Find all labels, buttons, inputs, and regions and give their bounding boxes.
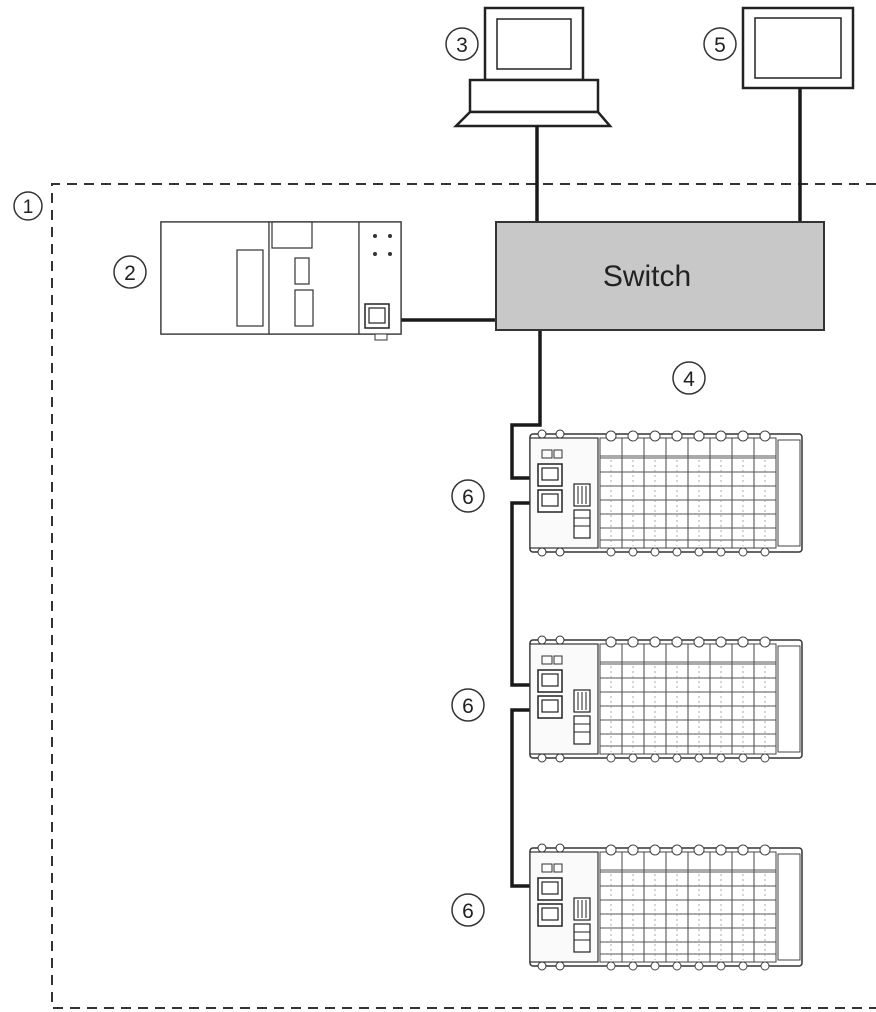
svg-text:6: 6 bbox=[462, 900, 474, 923]
io-station-3 bbox=[529, 843, 803, 971]
svg-text:5: 5 bbox=[714, 34, 726, 57]
svg-text:6: 6 bbox=[462, 695, 474, 718]
network-boundary bbox=[51, 183, 876, 1009]
svg-text:2: 2 bbox=[124, 262, 136, 285]
callout-remote-io-network: 4 bbox=[672, 361, 706, 395]
svg-text:4: 4 bbox=[683, 368, 695, 391]
svg-text:3: 3 bbox=[456, 34, 468, 57]
switch-box: Switch bbox=[495, 221, 825, 331]
svg-text:6: 6 bbox=[462, 486, 474, 509]
callout-network: 1 bbox=[13, 191, 43, 221]
callout-io-station-2: 6 bbox=[451, 688, 485, 722]
display-panel-icon bbox=[741, 6, 855, 90]
callout-panel: 5 bbox=[703, 27, 737, 61]
callout-controller: 2 bbox=[113, 255, 147, 289]
network-cables bbox=[388, 88, 802, 888]
callout-workstation: 3 bbox=[445, 27, 479, 61]
callout-io-station-1: 6 bbox=[451, 479, 485, 513]
svg-text:1: 1 bbox=[23, 197, 34, 218]
desktop-computer-icon bbox=[452, 6, 613, 128]
plc-controller-icon bbox=[160, 221, 402, 341]
io-station-2 bbox=[529, 635, 803, 763]
callout-io-station-3: 6 bbox=[451, 893, 485, 927]
io-station-1 bbox=[529, 429, 803, 557]
switch-label: Switch bbox=[603, 260, 691, 293]
